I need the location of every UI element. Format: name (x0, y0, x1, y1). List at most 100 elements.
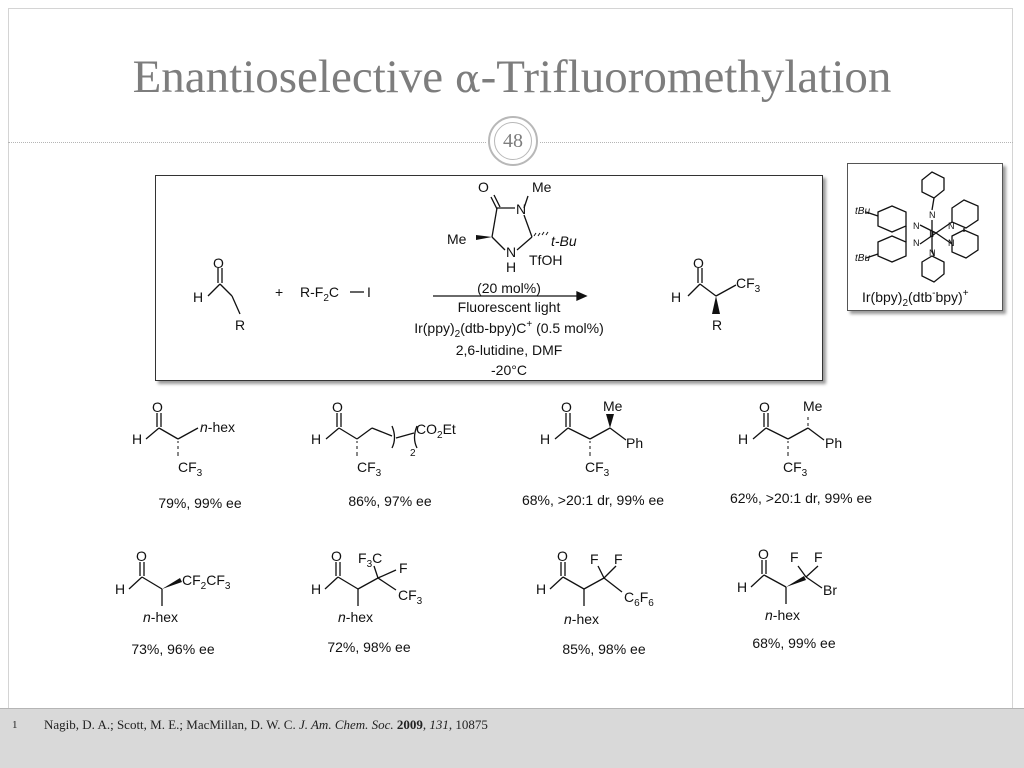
p1-h: H (132, 431, 142, 447)
p1-yield: 79%, 99% ee (158, 495, 241, 511)
title-text-end: -Trifluoromethylation (480, 51, 892, 103)
divider-left (8, 142, 486, 143)
photocat-n2: N (913, 221, 920, 231)
title-text-start: Enantioselective (132, 51, 455, 103)
p4-ph: Ph (825, 435, 842, 451)
p3-h: H (540, 431, 550, 447)
p8-h: H (737, 579, 747, 595)
p1-o: O (152, 399, 163, 415)
p3-cf3: CF3 (585, 459, 610, 479)
photocat-tbu-1: tBu (855, 206, 870, 217)
catalyst-acid: TfOH (529, 252, 562, 268)
p5-o: O (136, 548, 147, 564)
p4-h: H (738, 431, 748, 447)
reagent-iodide: I (367, 284, 371, 300)
p7-c6f6: C6F6 (624, 589, 654, 609)
p6-cf3: CF3 (398, 587, 423, 607)
p7-yield: 85%, 98% ee (562, 641, 645, 657)
condition-photocatalyst: Ir(ppy)2(dtb-bpy)C+ (0.5 mol%) (414, 319, 604, 340)
condition-temperature: -20°C (491, 362, 527, 378)
product-r: R (712, 317, 722, 333)
catalyst-n1: N (516, 201, 526, 217)
photocat-n5: N (913, 238, 920, 248)
p3-yield: 68%, >20:1 dr, 99% ee (522, 492, 664, 508)
p8-f1: F (790, 549, 799, 565)
p8-nhex: n-hex (765, 607, 800, 623)
catalyst-n-me: Me (532, 179, 552, 195)
slide-title: Enantioselective α-Trifluoromethylation (0, 50, 1024, 104)
catalyst-n2: N (506, 244, 516, 260)
slide-number-badge: 48 (488, 116, 538, 166)
condition-light: Fluorescent light (458, 299, 561, 315)
p4-cf3: CF3 (783, 459, 808, 479)
p2-co2et: CO2Et (416, 421, 456, 441)
p7-o: O (557, 548, 568, 564)
p7-h: H (536, 581, 546, 597)
p8-o: O (758, 546, 769, 562)
p5-h: H (115, 581, 125, 597)
slide-number: 48 (494, 122, 532, 160)
p7-f2: F (614, 551, 623, 567)
citation-number: 1 (12, 719, 18, 731)
p7-f1: F (590, 551, 599, 567)
p6-f: F (399, 560, 408, 576)
p6-h: H (311, 581, 321, 597)
citation-journal: J. Am. Chem. Soc. (298, 717, 394, 732)
citation-text: Nagib, D. A.; Scott, M. E.; MacMillan, D… (44, 717, 488, 732)
p2-cf3: CF3 (357, 459, 382, 479)
p2-yield: 86%, 97% ee (348, 493, 431, 509)
photocat-ir: Ir (929, 229, 936, 240)
citation-pages: , 10875 (448, 717, 488, 732)
photocat-n4: N (929, 248, 936, 258)
p8-f2: F (814, 549, 823, 565)
p3-ph: Ph (626, 435, 643, 451)
p2-h: H (311, 431, 321, 447)
p5-cf2cf3: CF2CF3 (182, 572, 231, 592)
title-alpha: α (454, 57, 481, 101)
catalyst-nh-h: H (506, 259, 516, 275)
p7-nhex: n-hex (564, 611, 599, 627)
plus-sign: + (275, 284, 283, 300)
p8-yield: 68%, 99% ee (752, 635, 835, 651)
catalyst-tbu: t-Bu (551, 233, 577, 249)
citation-authors: Nagib, D. A.; Scott, M. E.; MacMillan, D… (44, 717, 299, 732)
p6-f3c: F3C (358, 550, 382, 570)
aldehyde-r: R (235, 317, 245, 333)
photocat-tbu-2: tBu (855, 253, 870, 264)
p3-me: Me (603, 398, 623, 414)
p6-o: O (331, 548, 342, 564)
photocat-n1: N (929, 210, 936, 220)
p6-yield: 72%, 98% ee (327, 639, 410, 655)
citation-footer: 1 Nagib, D. A.; Scott, M. E.; MacMillan,… (0, 708, 1024, 768)
p3-o: O (561, 399, 572, 415)
p4-o: O (759, 399, 770, 415)
photocat-n3: N (948, 221, 955, 231)
p2-o: O (332, 399, 343, 415)
p6-nhex: n-hex (338, 609, 373, 625)
photocatalyst-box (847, 163, 1003, 311)
product-o: O (693, 255, 704, 271)
catalyst-me: Me (447, 231, 467, 247)
p5-nhex: n-hex (143, 609, 178, 625)
product-cf3: CF3 (736, 275, 761, 295)
structure-bonds (128, 171, 979, 606)
photocat-n6: N (948, 238, 955, 248)
p1-cf3: CF3 (178, 459, 203, 479)
photocatalyst-label: Ir(bpy)2(dtb-bpy)+ (862, 288, 969, 309)
p4-yield: 62%, >20:1 dr, 99% ee (730, 490, 872, 506)
condition-base-solvent: 2,6-lutidine, DMF (456, 342, 563, 358)
reagent-formula: R-F2C (300, 284, 339, 304)
citation-year: 2009 (396, 717, 423, 732)
aldehyde-o: O (213, 255, 224, 271)
aldehyde-h: H (193, 289, 203, 305)
catalyst-o: O (478, 179, 489, 195)
reaction-scheme-box (155, 175, 823, 381)
divider-right (540, 142, 1013, 143)
p4-me: Me (803, 398, 823, 414)
p2-chain-2: 2 (410, 448, 416, 459)
p5-yield: 73%, 96% ee (131, 641, 214, 657)
condition-loading: (20 mol%) (477, 280, 541, 296)
p1-nhex: n-hex (200, 419, 235, 435)
product-h: H (671, 289, 681, 305)
